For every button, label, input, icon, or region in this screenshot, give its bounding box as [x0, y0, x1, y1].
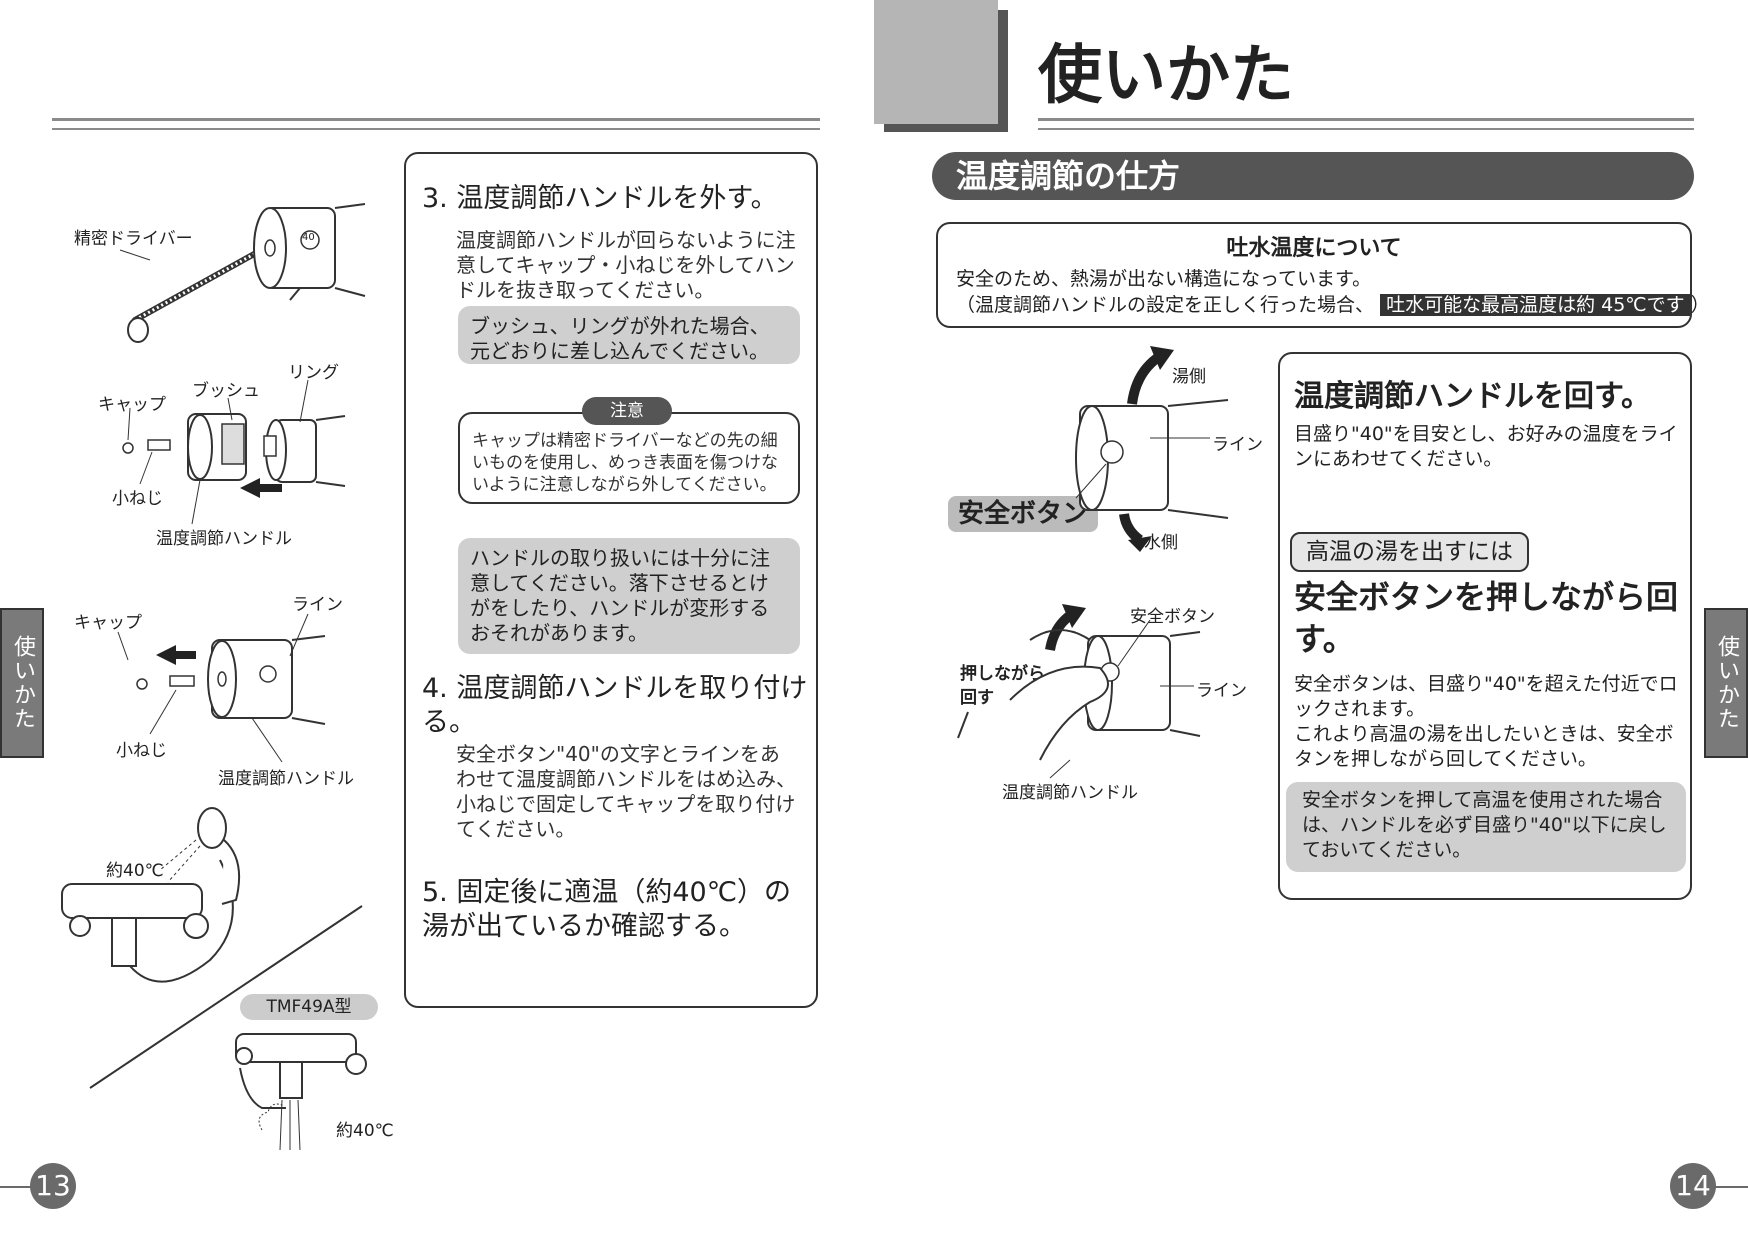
illustration-exploded: [122, 379, 346, 525]
instr-title1: 温度調節ハンドルを回す。: [1294, 379, 1651, 414]
caution-label: 注意: [582, 397, 672, 425]
illustration-driver-handle: [119, 203, 366, 343]
info-line2-highlight: 吐水可能な最高温度は約 45℃です: [1380, 294, 1691, 316]
instr-title2: 安全ボタンを押しながら回す。: [1294, 578, 1679, 658]
label-ring: リング: [288, 363, 339, 383]
label-line: ライン: [292, 595, 343, 615]
label-hot-side: 湯側: [1172, 367, 1206, 387]
step3-body: 温度調節ハンドルが回らないように注意してキャップ・小ねじを外してハンドルを抜き取…: [456, 228, 796, 302]
section-title: 温度調節の仕方: [956, 157, 1181, 195]
illustration-press-turn: [957, 604, 1201, 779]
label-bush: ブッシュ: [192, 381, 260, 401]
label-driver: 精密ドライバー: [74, 229, 193, 249]
label-safety-2: 安全ボタン: [1130, 607, 1215, 627]
instr-body2: 安全ボタンは、目盛り"40"を超えた付近でロックされます。 これより高温の湯を出…: [1294, 673, 1678, 770]
caution-text: キャップは精密ドライバーなどの先の細いものを使用し、めっき表面を傷つけないように…: [472, 431, 778, 495]
step4-body: 安全ボタン"40"の文字とラインをあわせて温度調節ハンドルをはめ込み、小ねじで固…: [456, 742, 796, 841]
info-line2-suffix: ）: [1690, 294, 1710, 316]
model-badge: TMF49A型: [240, 994, 378, 1020]
water-temp-info-box: [936, 222, 1692, 328]
step3-title: 3. 温度調節ハンドルを外す。: [422, 183, 778, 214]
label-cap-2: キャップ: [74, 613, 142, 633]
label-cold-side: 水側: [1144, 533, 1178, 553]
label-screw-2: 小ねじ: [116, 741, 167, 761]
label-handle-2: 温度調節ハンドル: [218, 769, 354, 789]
page-number-13: 13: [30, 1163, 76, 1209]
right-header-rule-bottom: [1038, 128, 1694, 130]
info-line2: （温度調節ハンドルの設定を正しく行った場合、 吐水可能な最高温度は約 45℃です…: [956, 290, 1710, 317]
label-temp-top: 約40℃: [106, 861, 164, 881]
info-heading: 吐水温度について: [1226, 236, 1402, 261]
page-title: 使いかた: [1038, 39, 1294, 113]
left-header-rule-top: [52, 118, 820, 121]
note-return-40: 安全ボタンを押して高温を使用された場合は、ハンドルを必ず目盛り"40"以下に戻し…: [1286, 782, 1686, 872]
illustration-shower: [61, 807, 367, 1151]
label-handle-r: 温度調節ハンドル: [1002, 783, 1138, 803]
label-handle: 温度調節ハンドル: [156, 529, 292, 549]
step4-title: 4. 温度調節ハンドルを取り付ける。: [422, 673, 808, 738]
note-handle-care: ハンドルの取り扱いには十分に注意してください。落下させるとけがをしたり、ハンドル…: [458, 538, 800, 654]
right-page-line: [1712, 1186, 1748, 1188]
right-side-tab: 使いかた: [1704, 608, 1748, 758]
title-block: [874, 0, 998, 124]
label-cap: キャップ: [98, 395, 166, 415]
safety-button-badge: 安全ボタン: [948, 496, 1098, 532]
page-number-14: 14: [1670, 1163, 1716, 1209]
info-line2-prefix: （温度調節ハンドルの設定を正しく行った場合、: [956, 294, 1375, 316]
label-temp-bottom: 約40℃: [336, 1121, 394, 1141]
section-title-bar: [932, 152, 1694, 200]
info-line1: 安全のため、熱湯が出ない構造になっています。: [956, 268, 1372, 290]
step5-title: 5. 固定後に適温（約40℃）の湯が出ているか確認する。: [422, 877, 792, 942]
right-header-rule-top: [1038, 118, 1694, 121]
instr-body1: 目盛り"40"を目安とし、お好みの温度をラインにあわせてください。: [1294, 423, 1678, 470]
label-line-r2: ライン: [1196, 681, 1247, 701]
label-screw: 小ねじ: [112, 489, 163, 509]
note-bush-ring: ブッシュ、リングが外れた場合、元どおりに差し込んでください。: [458, 306, 800, 364]
left-header-rule-bottom: [52, 128, 820, 130]
illustration-reattach: [117, 613, 326, 763]
left-side-tab: 使いかた: [0, 608, 44, 758]
left-page-line: [0, 1186, 36, 1188]
label-line-r: ライン: [1212, 435, 1263, 455]
dial-mark: 40: [302, 232, 315, 243]
illustration-handle-rotation: [1075, 346, 1229, 552]
high-temp-tag: 高温の湯を出すには: [1290, 532, 1529, 572]
label-press-turn: 押しながら 回す: [960, 664, 1045, 708]
